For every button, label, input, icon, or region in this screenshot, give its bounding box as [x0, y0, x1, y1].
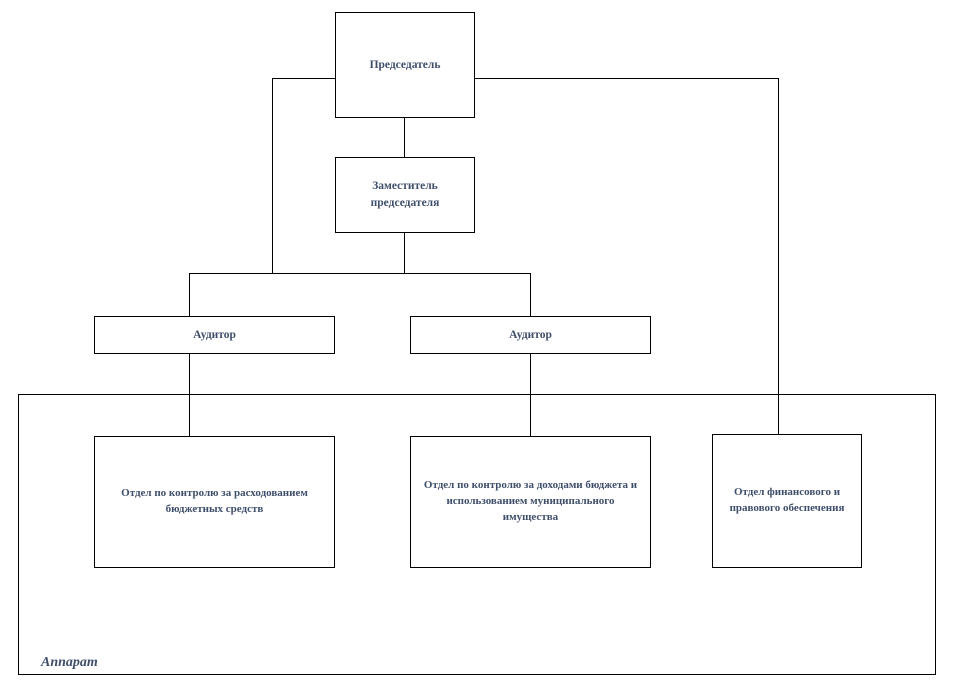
node-deputy-chairman[interactable]: Заместитель председателя	[335, 157, 475, 233]
node-department-financial-legal-support-label: Отдел финансового и правового обеспечени…	[729, 486, 845, 514]
connector-chairman-right-drop	[778, 78, 779, 434]
connector-deputy-drop	[404, 232, 405, 274]
node-auditor-left[interactable]: Аудитор	[94, 316, 335, 354]
node-auditor-right-label: Аудитор	[509, 328, 552, 341]
connector-auditor-left-drop	[189, 273, 190, 316]
connector-auditors-bus	[189, 273, 531, 274]
node-auditor-left-label: Аудитор	[193, 328, 236, 341]
node-deputy-chairman-label: Заместитель председателя	[370, 180, 440, 209]
node-department-revenue-property-control-label: Отдел по контролю за доходами бюджета и …	[423, 479, 638, 523]
node-auditor-right[interactable]: Аудитор	[410, 316, 651, 354]
connector-auditor-right-drop	[530, 273, 531, 316]
node-chairman-label: Председатель	[369, 58, 441, 71]
node-department-revenue-property-control[interactable]: Отдел по контролю за доходами бюджета и …	[410, 436, 651, 568]
connector-chairman-bus-right	[474, 78, 779, 79]
connector-chairman-to-deputy	[404, 117, 405, 158]
node-chairman[interactable]: Председатель	[335, 12, 475, 118]
node-department-financial-legal-support[interactable]: Отдел финансового и правового обеспечени…	[712, 434, 862, 568]
node-department-expenditure-control[interactable]: Отдел по контролю за расходованием бюдже…	[94, 436, 335, 568]
apparatus-group-frame	[18, 394, 936, 675]
node-department-expenditure-control-label: Отдел по контролю за расходованием бюдже…	[121, 487, 308, 515]
apparatus-group-label: Аппарат	[41, 655, 98, 670]
connector-chairman-left-drop	[272, 78, 273, 274]
